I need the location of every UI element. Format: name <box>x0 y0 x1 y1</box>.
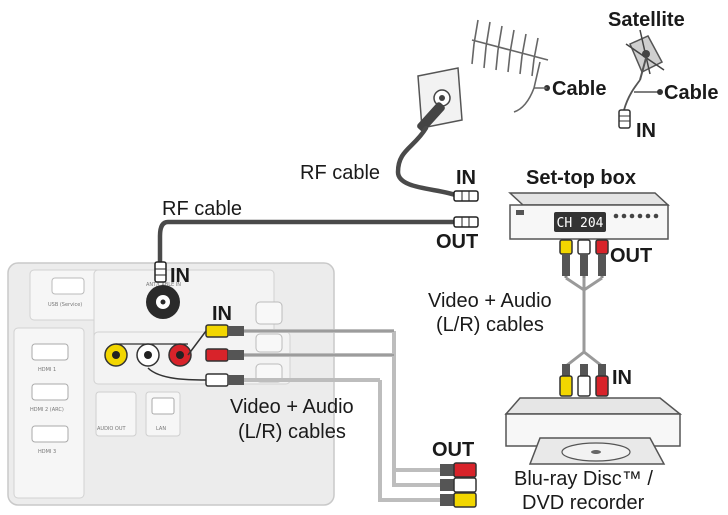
recorder-device <box>504 397 683 465</box>
av-cables-right-line2: (L/R) cables <box>436 314 544 336</box>
rf-cable-top-label: RF cable <box>300 162 380 184</box>
av-cable-tv-to-recorder <box>244 329 440 502</box>
usb-service-label: USB (Service) <box>48 302 82 308</box>
recorder-out-label: OUT <box>432 439 474 461</box>
rf-cable-outlet-to-settop <box>395 125 461 199</box>
tv-rf-in-label: IN <box>170 265 190 287</box>
settop-av-out-label: OUT <box>610 245 652 267</box>
antenna-in-label: ANT/CABLE IN <box>146 282 181 288</box>
rf-connector-settop-out <box>453 216 479 228</box>
svg-text:HDMI 2 (ARC): HDMI 2 (ARC) <box>30 407 64 413</box>
settop-title: Set-top box <box>526 167 636 189</box>
settop-in-label: IN <box>456 167 476 189</box>
av-cables-left-line2: (L/R) cables <box>238 421 346 443</box>
recorder-in-label: IN <box>612 367 632 389</box>
antenna-icon <box>471 19 549 113</box>
svg-text:HDMI 1: HDMI 1 <box>38 367 56 373</box>
satellite-f-connector <box>618 109 631 129</box>
rf-connector-settop-in <box>453 190 479 202</box>
satellite-in-label: IN <box>636 120 656 142</box>
av-cables-right-line1: Video + Audio <box>428 290 552 312</box>
tv-av-in-label: IN <box>212 303 232 325</box>
set-top-box-display <box>554 212 606 232</box>
av-cable-settop-to-recorder <box>559 239 609 397</box>
av-cables-left-line1: Video + Audio <box>230 396 354 418</box>
settop-rf-out-label: OUT <box>436 231 478 253</box>
recorder-name-line2: DVD recorder <box>522 492 645 514</box>
set-top-box: CH 204 <box>508 192 670 240</box>
hdmi-3-port: HDMI 3 <box>31 425 69 455</box>
rca-plugs-recorder-side <box>440 462 477 508</box>
svg-text:HDMI 3: HDMI 3 <box>38 449 56 455</box>
satellite-cable <box>623 79 641 111</box>
rf-input-port <box>146 285 180 319</box>
av-video-jack <box>104 343 128 367</box>
audio-out-label: AUDIO OUT <box>97 426 127 432</box>
rca-plugs-tv-side <box>116 324 244 387</box>
set-top-box-display-text: CH 204 <box>557 216 604 231</box>
satellite-label: Satellite <box>608 9 685 31</box>
rf-connector-tv-in <box>154 261 167 283</box>
hdmi-2-port: HDMI 2 (ARC) <box>30 383 69 413</box>
tv-back-panel: USB (Service) HDMI 1 HDMI 2 (ARC) HDMI 3… <box>7 262 335 506</box>
antenna-cable-label: Cable <box>552 78 606 100</box>
recorder-name-line1: Blu-ray Disc™ / <box>514 468 653 490</box>
wall-outlet-icon <box>417 67 463 132</box>
av-audio-right-jack <box>168 343 192 367</box>
satellite-dish-icon <box>625 29 665 81</box>
lan-label: LAN <box>156 426 166 432</box>
hdmi-1-port: HDMI 1 <box>31 343 69 373</box>
av-audio-left-jack <box>136 343 160 367</box>
rf-cable-left-label: RF cable <box>162 198 242 220</box>
rf-cable-settop-to-tv <box>157 219 461 265</box>
satellite-cable-label: Cable <box>664 82 718 104</box>
